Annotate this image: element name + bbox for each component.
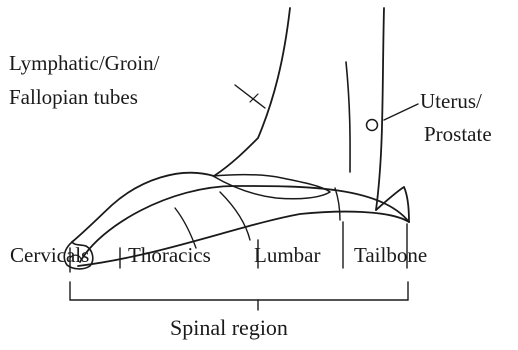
cervicals-label: Cervicals [10, 243, 89, 267]
foot-top-edge [72, 173, 214, 242]
leg-back-edge [376, 8, 384, 210]
lymphatic-leader-line [235, 85, 265, 108]
lumbar-label: Lumbar [254, 243, 320, 267]
tailbone-curve [335, 188, 340, 220]
spinal-region-label: Spinal region [170, 315, 288, 340]
thoracics-label: Thoracics [128, 243, 211, 267]
uterus-leader-line [384, 104, 418, 120]
spinal-region-bracket [70, 282, 408, 310]
uterus-label-line2: Prostate [424, 122, 492, 146]
lymphatic-label-line1: Lymphatic/Groin/ [9, 51, 160, 75]
leg-front-edge [214, 8, 290, 176]
achilles-line [346, 62, 350, 172]
uterus-label-line1: Uterus/ [420, 89, 482, 113]
uterus-point-marker [367, 120, 378, 131]
leg-outline [214, 8, 384, 210]
tailbone-label: Tailbone [354, 243, 427, 267]
lymphatic-label-line2: Fallopian tubes [9, 85, 138, 109]
